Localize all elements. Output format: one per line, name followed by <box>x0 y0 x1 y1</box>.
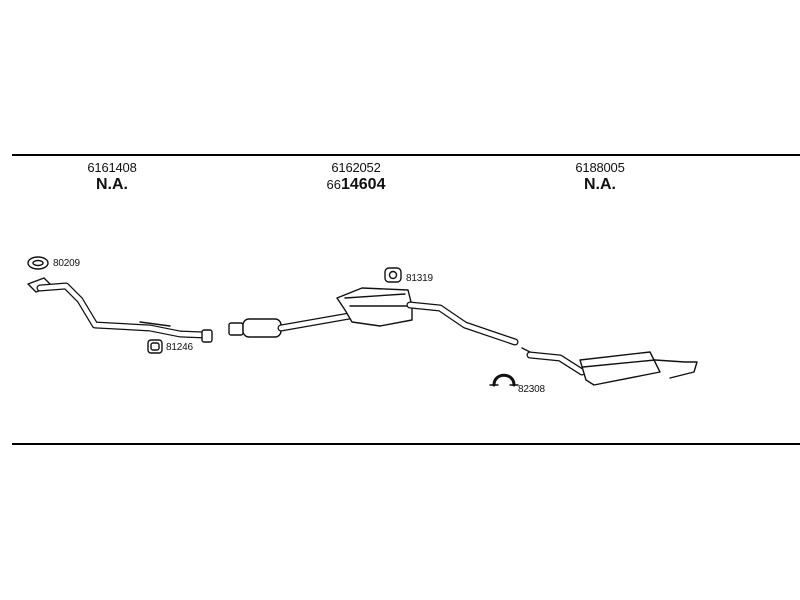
clamp-icon <box>489 373 519 387</box>
middle-silencer <box>336 287 413 327</box>
callout-mount-middle: 81319 <box>406 273 433 284</box>
mount-icon-middle <box>384 267 402 283</box>
middle-pipe <box>228 311 359 338</box>
callout-gasket: 80209 <box>53 258 80 269</box>
status-value: 14604 <box>340 176 386 193</box>
top-rule <box>12 154 800 156</box>
status-label: 6614604 <box>286 176 426 194</box>
mount-icon <box>147 339 163 354</box>
rear-pipe <box>521 347 586 376</box>
front-pipe <box>27 277 213 343</box>
part-number: 6161408 <box>87 160 137 175</box>
status-label: N.A. <box>584 176 616 193</box>
callout-clamp: 82308 <box>518 384 545 395</box>
part-number: 6188005 <box>575 160 625 175</box>
bottom-rule <box>12 443 800 445</box>
status-prefix: 66 <box>326 177 341 192</box>
section-rear-silencer: 6188005 N.A. <box>530 160 670 194</box>
gasket-icon <box>27 256 49 270</box>
section-middle-silencer: 6162052 6614604 <box>286 160 426 194</box>
status-label: N.A. <box>96 176 128 193</box>
section-front-pipe: 6161408 N.A. <box>42 160 182 194</box>
rear-silencer <box>579 351 698 386</box>
callout-mount-front: 81246 <box>166 342 193 353</box>
tail-pipe <box>406 301 519 346</box>
part-number: 6162052 <box>331 160 381 175</box>
